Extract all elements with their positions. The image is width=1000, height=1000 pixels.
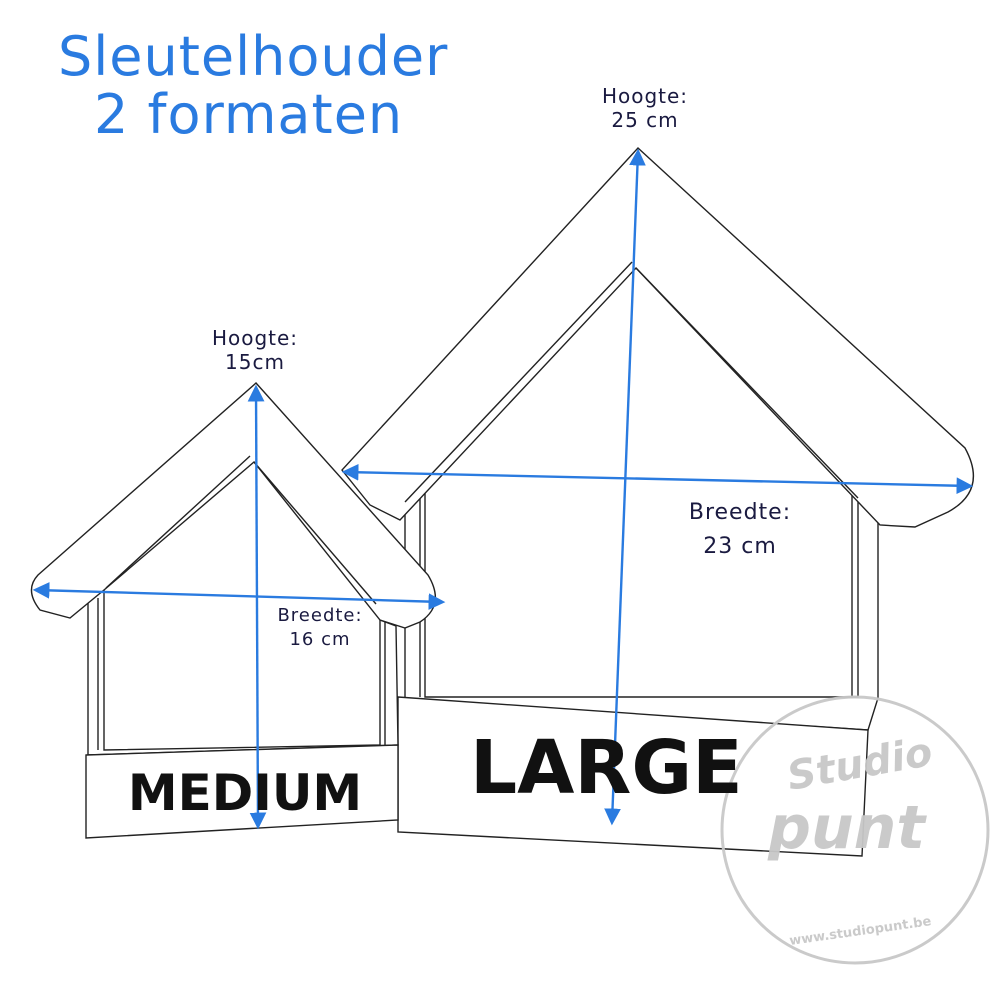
watermark-url-text: www.studiopunt.be: [788, 914, 932, 949]
large-width-caption: Breedte:: [688, 500, 792, 525]
medium-size-name: MEDIUM: [127, 764, 363, 822]
title-line-2: 2 formaten: [94, 83, 404, 146]
page-title: Sleutelhouder 2 formaten: [58, 28, 448, 144]
large-height-value: 25 cm: [611, 108, 679, 132]
medium-height-value: 15cm: [225, 350, 285, 374]
dimension-arrows: [32, 148, 974, 830]
large-size-name: LARGE: [470, 725, 743, 811]
medium-width-value: 16 cm: [289, 629, 351, 650]
large-roof: [341, 147, 975, 528]
title-line-1: Sleutelhouder: [58, 25, 449, 88]
large-width-label: Breedte: 23 cm: [660, 496, 820, 564]
medium-width-caption: Breedte:: [277, 605, 363, 626]
watermark-main-text: punt: [767, 793, 927, 863]
large-height-label: Hoogte: 25 cm: [560, 84, 730, 132]
large-width-value: 23 cm: [703, 534, 777, 559]
medium-width-label: Breedte: 16 cm: [250, 604, 390, 652]
medium-height-label: Hoogte: 15cm: [180, 326, 330, 374]
medium-height-caption: Hoogte:: [211, 326, 299, 350]
large-height-caption: Hoogte:: [601, 84, 689, 108]
large-width-arrow: [341, 463, 974, 495]
medium-width-arrow: [32, 582, 446, 610]
medium-name-board: [85, 744, 399, 839]
